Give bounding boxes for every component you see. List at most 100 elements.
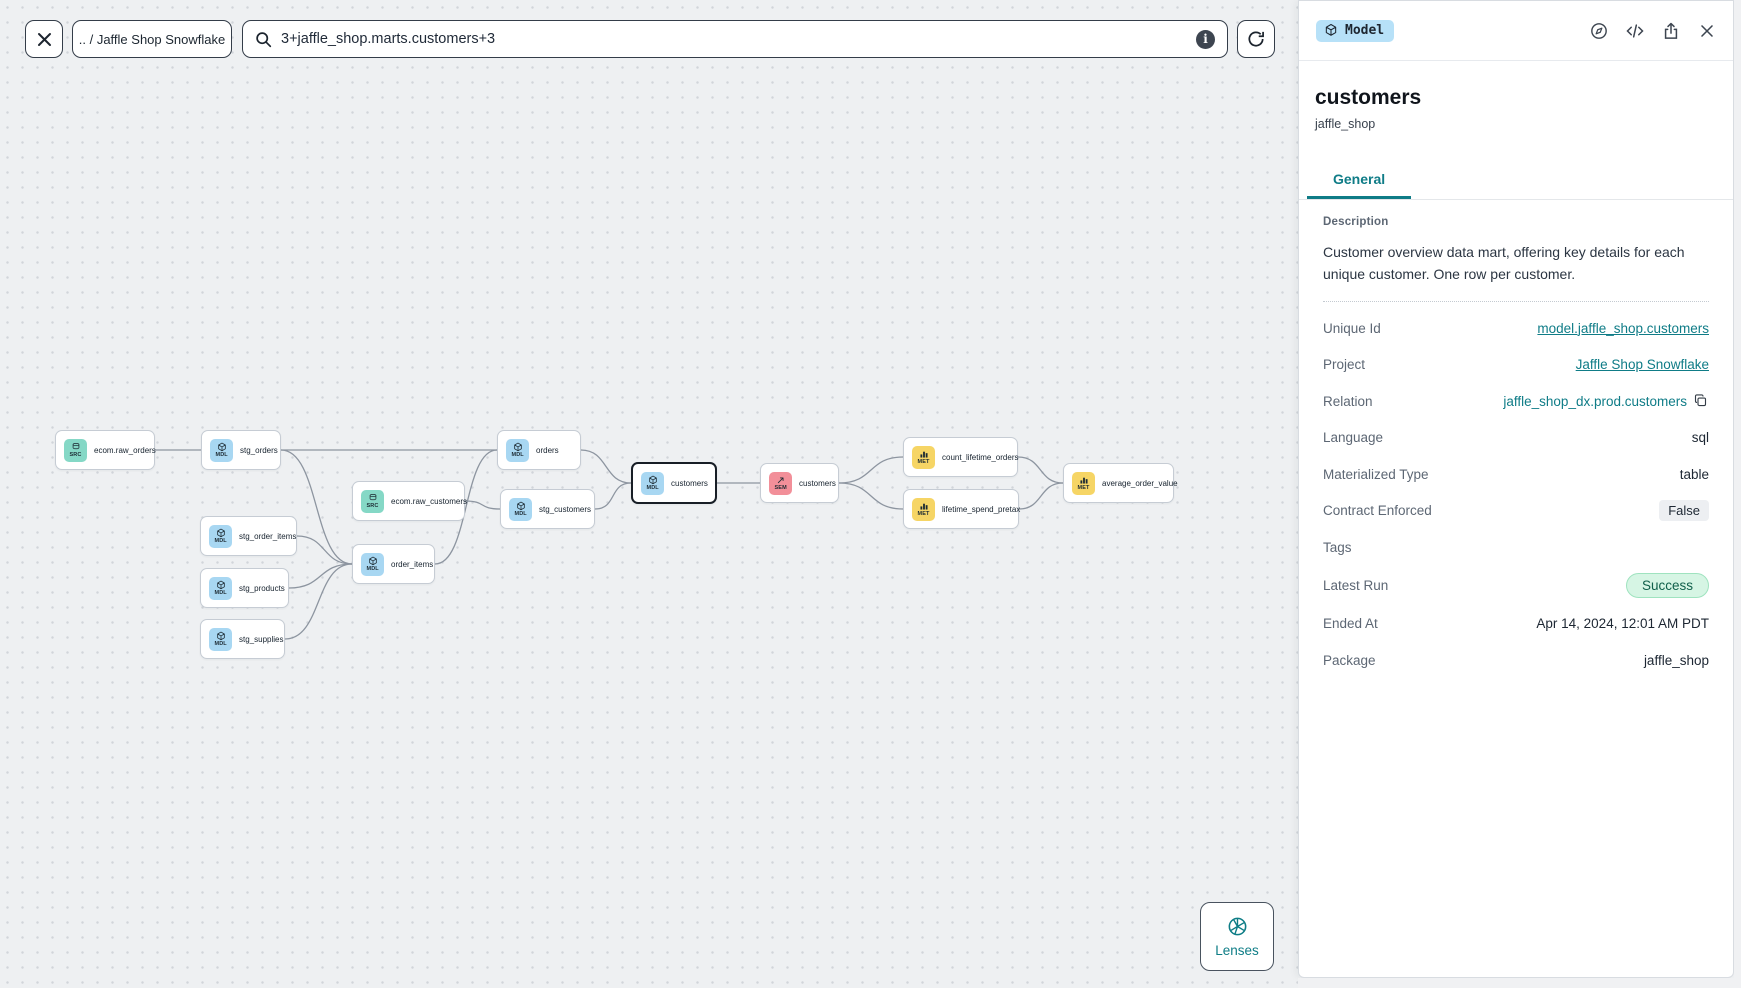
field-value-unique-id-link[interactable]: model.jaffle_shop.customers [1537, 320, 1709, 336]
node-label: order_items [391, 559, 434, 569]
field-label-latest-run: Latest Run [1323, 577, 1389, 593]
refresh-button[interactable] [1237, 20, 1275, 58]
node-kind-label: SRC [69, 452, 82, 458]
details-panel-header: Model [1299, 1, 1733, 61]
compass-icon [1590, 22, 1607, 39]
node-label: stg_order_items [239, 531, 297, 541]
node-kind-label: MET [917, 511, 930, 517]
graph-edge-stg_customers-to-customers [594, 482, 632, 510]
field-value-materialized-type: table [1679, 466, 1709, 482]
src-node-icon: SRC [64, 438, 87, 462]
share-button[interactable] [1660, 20, 1681, 41]
model-cube-icon [1325, 23, 1337, 36]
node-label: ecom.raw_customers [391, 496, 468, 506]
graph-node-count_lifetime_orders[interactable]: MET count_lifetime_orders [903, 437, 1018, 477]
graph-edge-stg_supplies-to-order_items [284, 563, 353, 640]
graph-edge-stg_products-to-order_items [288, 563, 353, 589]
node-kind-label: MDL [214, 590, 227, 596]
node-kind-label: SEM [774, 485, 787, 491]
tab-general[interactable]: General [1307, 160, 1412, 199]
close-lineage-button[interactable] [25, 20, 63, 58]
details-panel: Model [1298, 0, 1734, 978]
mdl-node-icon: MDL [210, 438, 233, 462]
mdl-node-icon: MDL [641, 471, 664, 495]
field-label-tags: Tags [1323, 539, 1352, 555]
search-input[interactable] [281, 31, 1187, 47]
section-divider [1323, 300, 1709, 302]
field-value-ended-at: Apr 14, 2024, 12:01 AM PDT [1536, 616, 1709, 632]
graph-node-order_items[interactable]: MDL order_items [352, 544, 435, 584]
node-label: average_order_value [1102, 478, 1178, 488]
close-panel-button[interactable] [1696, 20, 1717, 41]
graph-edge-count_lifetime_orders-to-average_order_value [1017, 456, 1064, 484]
lenses-aperture-icon [1228, 917, 1246, 935]
page-scrollbar[interactable] [1734, 0, 1741, 988]
page-title: customers [1315, 86, 1422, 109]
mdl-node-icon: MDL [209, 524, 232, 548]
description-label: Description [1323, 216, 1389, 228]
refresh-icon [1248, 31, 1264, 47]
code-icon [1625, 23, 1644, 38]
node-kind-label: MDL [514, 511, 527, 517]
share-icon [1664, 22, 1677, 39]
panel-body: Description Customer overview data mart,… [1299, 200, 1733, 977]
node-label: count_lifetime_orders [942, 452, 1019, 462]
field-label-language: Language [1323, 430, 1384, 446]
graph-edge-customers_sem-to-count_lifetime_orders [838, 456, 904, 484]
graph-edge-stg_order_items-to-order_items [296, 535, 353, 565]
close-icon [1700, 24, 1713, 37]
node-label: stg_supplies [239, 634, 284, 644]
graph-node-stg_supplies[interactable]: MDL stg_supplies [200, 619, 285, 659]
met-node-icon: MET [1072, 471, 1095, 495]
field-label-materialized-type: Materialized Type [1323, 466, 1429, 482]
src-node-icon: SRC [361, 489, 384, 513]
search-info-icon[interactable]: i [1196, 29, 1215, 49]
graph-node-average_order_value[interactable]: MET average_order_value [1063, 463, 1178, 503]
lenses-label: Lenses [1215, 942, 1259, 958]
graph-node-ecom_raw_customers[interactable]: SRC ecom.raw_customers [352, 481, 468, 521]
field-row-project: Project Jaffle Shop Snowflake [1323, 346, 1709, 383]
graph-node-orders[interactable]: MDL orders [497, 430, 581, 470]
explore-lineage-button[interactable] [1588, 20, 1609, 41]
field-row-materialized-type: Materialized Type table [1323, 456, 1709, 493]
graph-edge-lifetime_spend_pretax-to-average_order_value [1018, 482, 1064, 510]
met-node-icon: MET [912, 445, 935, 469]
lenses-button[interactable]: Lenses [1200, 902, 1274, 971]
node-label: orders [536, 445, 559, 455]
resource-type-badge: Model [1316, 19, 1395, 42]
field-label-project: Project [1323, 357, 1366, 373]
panel-title-block: customers jaffle_shop [1299, 61, 1733, 131]
node-kind-label: MDL [214, 538, 227, 544]
breadcrumb[interactable]: .. / Jaffle Shop Snowflake [72, 20, 232, 58]
met-node-icon: MET [912, 497, 935, 521]
node-label: stg_products [239, 583, 285, 593]
sem-node-icon: SEM [769, 471, 792, 495]
copy-icon[interactable] [1693, 393, 1709, 409]
graph-node-stg_order_items[interactable]: MDL stg_order_items [200, 516, 297, 556]
lineage-search-bar[interactable]: i [242, 20, 1228, 58]
field-value-contract-enforced-chip: False [1659, 500, 1709, 522]
view-code-button[interactable] [1624, 20, 1645, 41]
panel-tab-bar: General [1299, 160, 1733, 200]
node-kind-label: MDL [646, 485, 659, 491]
graph-edge-ecom_raw_customers-to-stg_customers [464, 500, 501, 510]
graph-node-stg_products[interactable]: MDL stg_products [200, 568, 289, 608]
node-kind-label: MDL [214, 641, 227, 647]
field-value-project-link[interactable]: Jaffle Shop Snowflake [1575, 357, 1709, 373]
node-kind-label: SRC [366, 503, 379, 509]
mdl-node-icon: MDL [506, 438, 529, 462]
node-kind-label: MDL [366, 566, 379, 572]
